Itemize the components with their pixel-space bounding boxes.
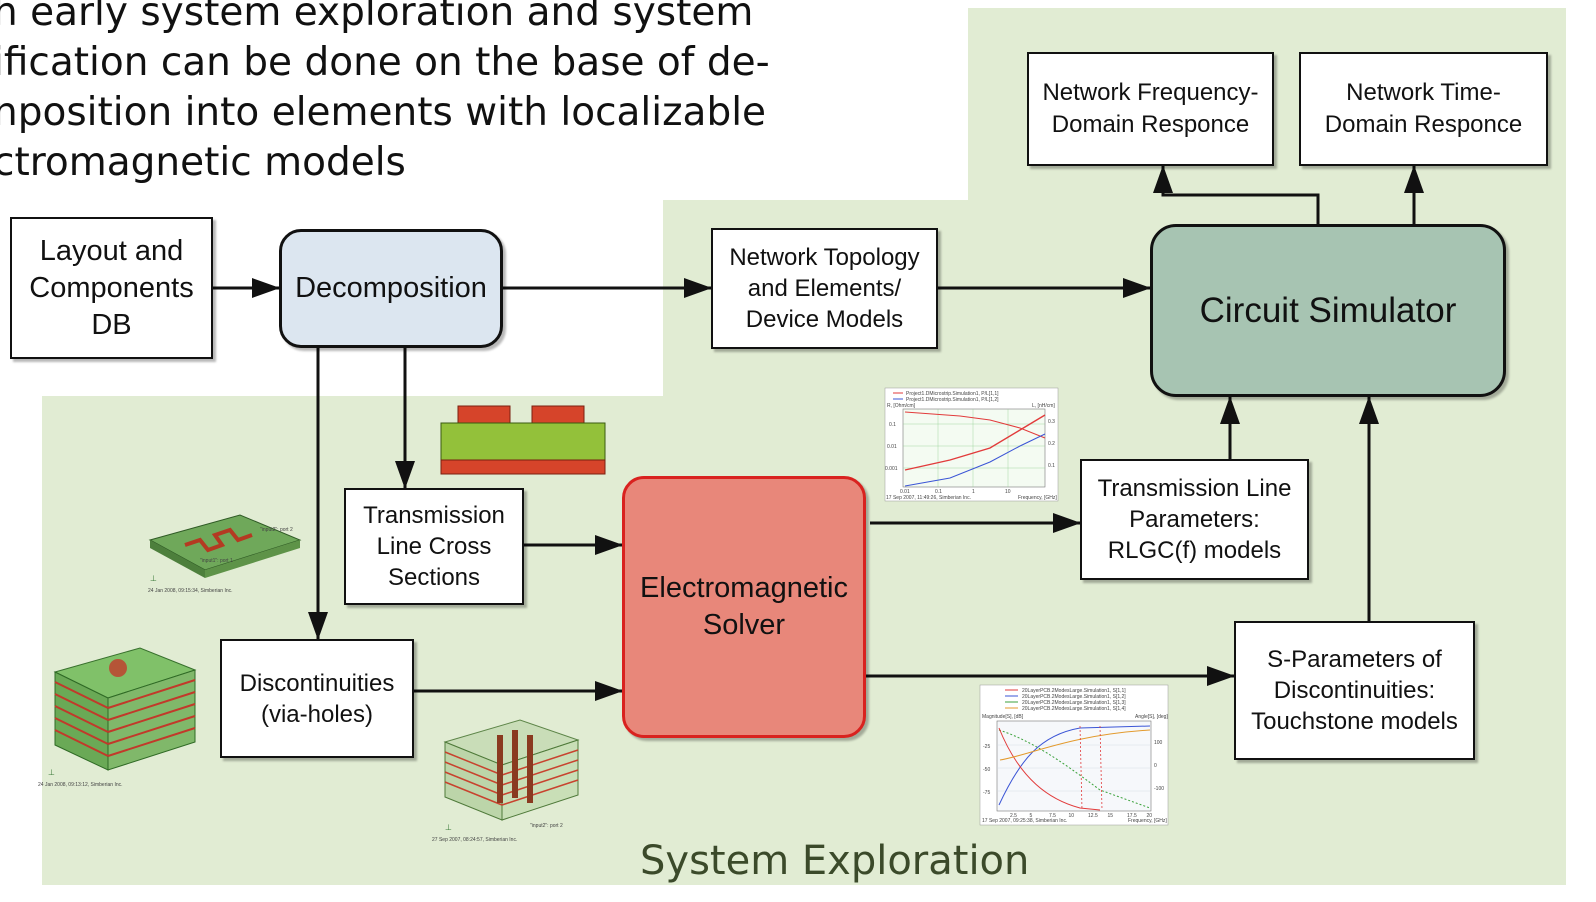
sparam-x-tick: 2.5	[1010, 813, 1017, 819]
rlgc-y-left-label: R, [Ohm/cm]	[887, 403, 916, 409]
sparam-x-tick: 5	[1030, 813, 1033, 819]
rlgc-x-tick: 0.01	[900, 489, 910, 495]
sparam-y-left-tick: -25	[983, 744, 990, 750]
sparam-y-left-tick: -75	[983, 790, 990, 796]
transmission-line-parameters-box: Transmission Line Parameters: RLGC(f) mo…	[1080, 459, 1309, 580]
rlgc-y-right-tick: 0.3	[1048, 419, 1055, 425]
rlgc-x-tick: 10	[1005, 489, 1011, 495]
network-topology-box: Network Topology and Elements/ Device Mo…	[711, 228, 938, 349]
sparam-y-right-tick: -100	[1154, 786, 1164, 792]
arrow-simulator-to-freq-response	[1153, 165, 1320, 224]
microstrip-port1-label: "input1": port 1	[200, 558, 233, 564]
sparam-legend-1: 20LayerPCB.2ModesLarge.Simulation1, S[1,…	[1022, 688, 1126, 694]
rlgc-y-right-tick: 0.1	[1048, 463, 1055, 469]
multilayer-caption: 24 Jan 2008, 09:13:12, Simberian Inc.	[38, 782, 123, 788]
svg-text:⊥: ⊥	[150, 574, 157, 583]
sparam-legend-4: 20LayerPCB.2ModesLarge.Simulation1, S[1,…	[1022, 706, 1126, 712]
sparam-plot-image: 20LayerPCB.2ModesLarge.Simulation1, S[1,…	[979, 684, 1168, 826]
intro-line: ctromagnetic models	[0, 140, 406, 185]
multilayer-thumbnail-image: ⊥ 24 Jan 2008, 09:13:12, Simberian Inc.	[38, 647, 197, 788]
sparam-y-left-label: Magnitude[S], [dB]	[982, 714, 1024, 720]
sparam-y-right-label: Angle[S], [deg]	[1135, 714, 1168, 720]
sparam-x-tick: 10	[1069, 813, 1075, 819]
intro-line: nposition into elements with localizable	[0, 90, 767, 135]
rlgc-x-tick: 1	[972, 489, 975, 495]
microstrip-thumbnail-image: "input2": port 2 "input1": port 1 ⊥ 24 J…	[148, 514, 302, 594]
sparam-y-right-tick: 0	[1154, 763, 1157, 769]
rlgc-y-right-tick: 0.2	[1048, 441, 1055, 447]
sparam-x-tick: 17.5	[1127, 813, 1137, 819]
s-parameters-box: S-Parameters of Discontinuities: Touchst…	[1234, 621, 1475, 760]
intro-line: ification can be done on the base of de-	[0, 40, 770, 85]
rlgc-x-label: Frequency, [GHz]	[1018, 495, 1057, 501]
via-thumbnail-image: "input2": port 2 ⊥ 27 Sep 2007, 08:24:57…	[432, 719, 580, 843]
sparam-x-tick: 20	[1147, 813, 1153, 819]
rlgc-y-left-tick: 0.01	[887, 444, 897, 450]
microstrip-caption: 24 Jan 2008, 09:15:34, Simberian Inc.	[148, 588, 233, 594]
circuit-simulator-box: Circuit Simulator	[1150, 224, 1506, 397]
electromagnetic-solver-box: Electromagnetic Solver	[622, 476, 866, 738]
sparam-x-tick: 12.5	[1088, 813, 1098, 819]
intro-paragraph: h early system exploration and system if…	[0, 0, 770, 188]
rlgc-x-tick: 0.1	[935, 489, 942, 495]
rlgc-legend-1: Project1.DMicrostrip.Simulation1, P/L[1,…	[906, 391, 999, 397]
transmission-line-cross-sections-box: Transmission Line Cross Sections	[344, 488, 524, 605]
discontinuities-box: Discontinuities (via-holes)	[220, 639, 414, 758]
svg-text:⊥: ⊥	[445, 823, 452, 832]
via-port-label: "input2": port 2	[530, 823, 563, 829]
rlgc-plot-image: Project1.DMicrostrip.Simulation1, P/L[1,…	[884, 387, 1059, 502]
sparam-x-tick: 7.5	[1049, 813, 1056, 819]
sparam-legend-3: 20LayerPCB.2ModesLarge.Simulation1, S[1,…	[1022, 700, 1126, 706]
network-time-response-box: Network Time- Domain Responce	[1299, 52, 1548, 166]
via-caption: 27 Sep 2007, 08:24:57, Simberian Inc.	[432, 837, 517, 843]
pcb-cross-section-image	[440, 405, 606, 475]
decomposition-box: Decomposition	[279, 229, 503, 348]
rlgc-caption: 17 Sep 2007, 11:49:26, Simberian Inc.	[886, 495, 971, 501]
intro-line: h early system exploration and system	[0, 0, 754, 35]
sparam-x-label: Frequency, [GHz]	[1128, 818, 1167, 824]
rlgc-y-left-tick: 0.001	[885, 466, 898, 472]
rlgc-legend-2: Project1.DMicrostrip.Simulation1, P/L[1,…	[906, 397, 999, 403]
sparam-y-left-tick: -50	[983, 767, 990, 773]
network-frequency-response-box: Network Frequency- Domain Responce	[1027, 52, 1274, 166]
sparam-legend-2: 20LayerPCB.2ModesLarge.Simulation1, S[1,…	[1022, 694, 1126, 700]
svg-text:⊥: ⊥	[48, 768, 55, 777]
sparam-y-right-tick: 100	[1154, 740, 1163, 746]
rlgc-y-left-tick: 0.1	[889, 422, 896, 428]
rlgc-y-right-label: L, [nH/cm]	[1032, 403, 1055, 409]
system-exploration-title: System Exploration	[640, 838, 1030, 884]
microstrip-port2-label: "input2": port 2	[260, 527, 293, 533]
layout-components-db-box: Layout and Components DB	[10, 217, 213, 359]
sparam-caption: 17 Sep 2007, 09:25:38, Simberian Inc.	[982, 818, 1067, 824]
sparam-x-tick: 15	[1108, 813, 1114, 819]
